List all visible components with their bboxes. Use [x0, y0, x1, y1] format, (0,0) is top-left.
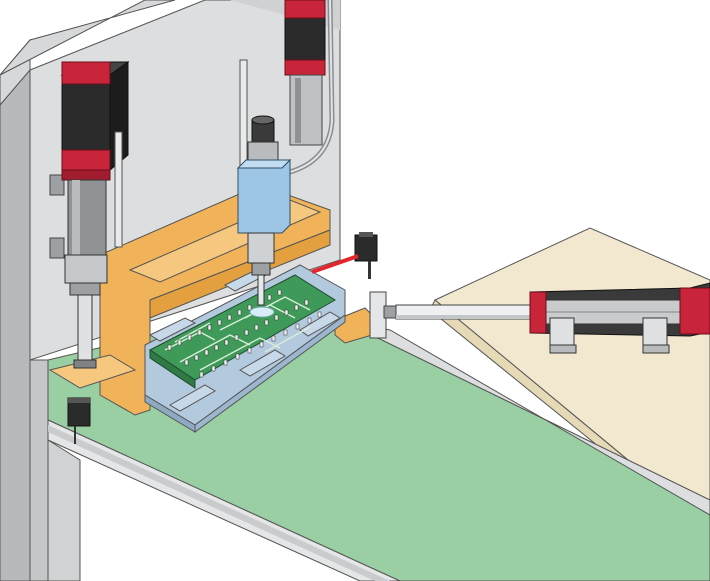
laser-beam [311, 254, 359, 274]
dispense-droplet [249, 306, 275, 318]
floor-sensor [67, 397, 91, 444]
left-actuator [49, 61, 130, 369]
laser-sensor [311, 232, 378, 279]
guide-rods [114, 59, 248, 248]
pcb-board [149, 274, 336, 389]
top-actuator [284, 0, 335, 175]
dispenser-head [236, 115, 292, 306]
push-actuator [369, 282, 710, 354]
